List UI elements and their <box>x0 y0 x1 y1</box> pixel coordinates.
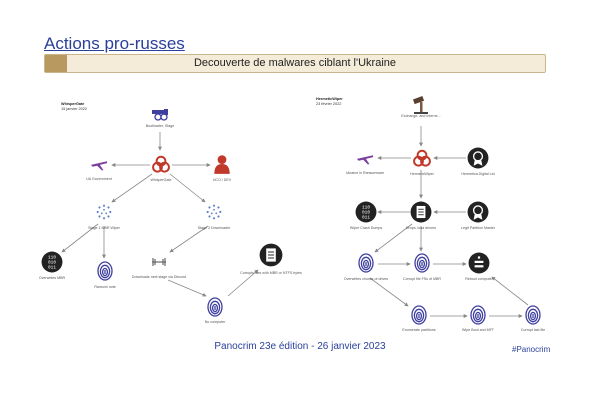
node-corruptfs: Corrupt file FSs of MBR <box>403 253 441 281</box>
node-stage2: Stage 2 Downloader <box>198 204 231 230</box>
edge-drv-overw <box>374 223 413 253</box>
node-filecorr: Corrupts files with MBR or NTFS bytes <box>240 243 302 275</box>
plane-icon <box>356 155 374 165</box>
dots-icon <box>96 204 112 220</box>
node-bootloader: Bootloader, Stage <box>146 108 175 128</box>
node-ttp: UCO / DEV <box>213 155 232 182</box>
node-label: HermeticWiper <box>410 172 435 176</box>
left-edges <box>61 132 259 297</box>
document-icon <box>410 201 432 223</box>
binary-icon <box>355 201 377 223</box>
node-label: Reboot computer <box>465 277 493 281</box>
node-label: Stage 2 Downloader <box>198 226 231 230</box>
medal-icon <box>467 201 489 223</box>
medal-icon <box>467 147 489 169</box>
dumbbell-icon <box>151 257 167 267</box>
node-signed: Hermetica Digital Ltd <box>461 147 495 176</box>
node-label: Ransom note <box>94 285 115 289</box>
fingerprint-icon <box>414 253 430 273</box>
node-label: Drops, load drivers <box>406 226 436 230</box>
node-ukgov: UA Government <box>86 161 112 181</box>
node-overw: Overwrites chunks of drives <box>344 253 388 281</box>
node-ukraine: Ukraine in Ransomware <box>346 155 384 175</box>
edge-dl-nocomp <box>167 279 207 297</box>
fingerprint-icon <box>97 261 113 281</box>
node-label: WhisperGate <box>151 178 172 182</box>
node-label: Wiper Crash Dumps <box>350 226 383 230</box>
fingerprint-icon <box>207 297 223 317</box>
node-nocomp: No computer <box>205 297 226 324</box>
node-label: Corrupts files with MBR or NTFS bytes <box>240 271 302 275</box>
gavel-icon <box>412 96 428 114</box>
node-reboot: Reboot computer <box>465 252 494 281</box>
left-header-date: 15 janvier 2022 <box>61 107 87 111</box>
node-label: UA Government <box>86 177 112 181</box>
node-label: Hermetica Digital Ltd <box>461 172 494 176</box>
node-label: Overwrites MBR <box>39 276 66 280</box>
node-legit: Legit Partition Master <box>461 201 496 230</box>
node-label: No computer <box>205 320 226 324</box>
node-hermetic: HermeticWiper <box>410 149 435 176</box>
node-label: Exchange, and Interne... <box>401 114 440 118</box>
document-icon <box>259 243 283 267</box>
edge-overw-enum <box>369 277 409 307</box>
node-label: UCO / DEV <box>213 178 232 182</box>
node-label: Overwrites chunks of drives <box>344 277 388 281</box>
edge-nocomp-file <box>227 269 259 297</box>
plane-icon <box>90 161 108 171</box>
edge-whisper-stage1 <box>111 173 153 203</box>
fingerprint-icon <box>358 253 374 273</box>
person-icon <box>214 155 230 174</box>
node-wipe: Wiper Crash Dumps <box>350 201 383 230</box>
right-edges <box>369 126 529 318</box>
fingerprint-icon <box>411 305 427 325</box>
edge-stage2-dl <box>169 225 209 253</box>
cannon-icon <box>151 108 169 121</box>
node-wipeboot: Wipe Boot and MFT <box>462 305 495 332</box>
node-download: Downloads next stage via Discord <box>132 257 186 279</box>
node-label: Corrupt last file <box>521 328 545 332</box>
node-label: Wipe Boot and MFT <box>462 328 495 332</box>
node-label: Downloads next stage via Discord <box>132 275 186 279</box>
fingerprint-icon <box>470 305 486 325</box>
right-header-date: 23 février 2022 <box>316 102 341 106</box>
binary-icon <box>41 251 63 273</box>
fingerprint-icon <box>525 305 541 325</box>
node-drivers: Drops, load drivers <box>406 201 436 230</box>
node-overwrite: Overwrites MBR <box>39 251 66 280</box>
node-ransom: Ransom note <box>94 261 116 289</box>
dots-icon <box>206 204 222 220</box>
node-enumerate: Enumerate partitions <box>402 305 436 332</box>
node-exchange: Exchange, and Interne... <box>401 96 441 118</box>
node-label: Ukraine in Ransomware <box>346 171 384 175</box>
node-label: Legit Partition Master <box>461 226 496 230</box>
footer-hashtag: #Panocrim <box>512 345 551 354</box>
node-label: Stage 1 MBR Wiper <box>88 226 121 230</box>
edge-whisper-stage2 <box>169 173 206 203</box>
node-label: Corrupt file FSs of MBR <box>403 277 441 281</box>
subtitle-banner: Decouverte de malwares ciblant l'Ukraine <box>44 54 546 73</box>
node-label: Enumerate partitions <box>402 328 435 332</box>
slide-title: Actions pro-russes <box>44 34 185 53</box>
notification-icon <box>468 252 490 274</box>
edge-corrall-reboot <box>491 276 529 306</box>
right-header-name: HermeticWiper <box>316 97 343 101</box>
biohazard-icon <box>413 149 431 167</box>
biohazard-icon <box>152 155 170 173</box>
node-label: Bootloader, Stage <box>146 124 175 128</box>
node-whispergate: WhisperGate <box>151 155 172 182</box>
node-corruptall: Corrupt last file <box>521 305 545 332</box>
edge-stage1-over <box>61 223 99 253</box>
node-stage1: Stage 1 MBR Wiper <box>88 204 121 230</box>
left-header-name: WhisperGate <box>61 102 84 106</box>
footer-event: Panocrim 23e édition - 26 janvier 2023 <box>214 341 386 352</box>
